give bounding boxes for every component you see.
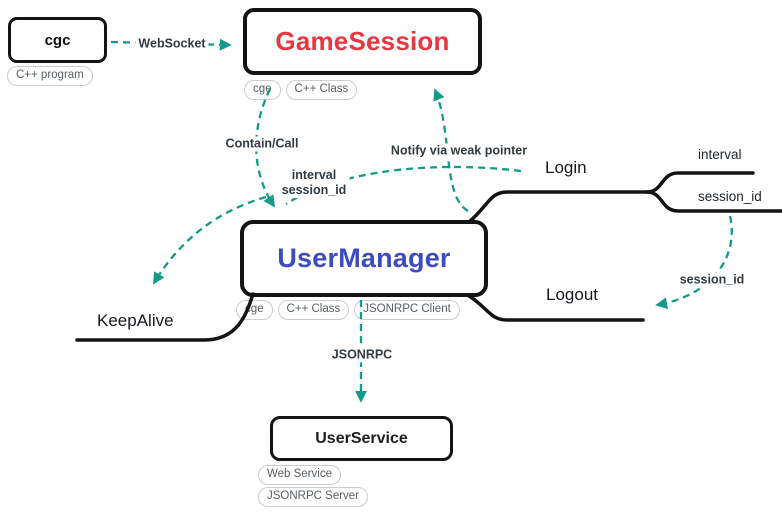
usermanager-tags: cge C++ Class JSONRPC Client bbox=[236, 300, 460, 320]
userservice-tags-row2: JSONRPC Server bbox=[258, 487, 369, 507]
edge-label-contain-call: Contain/Call bbox=[222, 136, 302, 152]
tag-cpp-class: C++ Class bbox=[277, 300, 350, 320]
edge-label-jsonrpc: JSONRPC bbox=[328, 347, 396, 363]
node-logout[interactable]: Logout bbox=[546, 285, 598, 304]
gamesession-tags: cge C++ Class bbox=[244, 80, 358, 100]
node-usermanager-label: UserManager bbox=[277, 243, 451, 273]
edge-label-notify-weak-pointer: Notify via weak pointer bbox=[387, 143, 531, 159]
tag-web-service: Web Service bbox=[258, 465, 341, 485]
node-login[interactable]: Login bbox=[545, 158, 587, 177]
node-session-id[interactable]: session_id bbox=[698, 189, 762, 204]
branch-usermanager-login bbox=[467, 190, 649, 224]
tag-cpp-program: C++ program bbox=[7, 66, 93, 86]
userservice-tags-row1: Web Service bbox=[258, 465, 341, 485]
edge-label-sessionid: session_id bbox=[281, 183, 347, 197]
edge-label-websocket: WebSocket bbox=[135, 36, 209, 52]
node-gamesession-label: GameSession bbox=[275, 26, 450, 56]
edge-label-interval-sessionid: interval session_id bbox=[278, 168, 350, 198]
node-cgc[interactable]: cgc bbox=[8, 17, 107, 63]
cgc-tags: C++ program bbox=[7, 66, 93, 86]
edge-label-interval: interval bbox=[291, 168, 337, 182]
arrow-sessionid-to-logout bbox=[655, 215, 733, 310]
tag-cge: cge bbox=[236, 300, 273, 320]
edge-label-sessionid-to-logout: session_id bbox=[676, 272, 748, 288]
tag-cge: cge bbox=[244, 80, 281, 100]
node-gamesession[interactable]: GameSession bbox=[243, 8, 482, 75]
tag-cpp-class: C++ Class bbox=[285, 80, 358, 100]
node-keepalive[interactable]: KeepAlive bbox=[97, 311, 174, 330]
tag-jsonrpc-client: JSONRPC Client bbox=[354, 300, 460, 320]
node-usermanager[interactable]: UserManager bbox=[240, 220, 488, 297]
node-cgc-label: cgc bbox=[44, 31, 71, 49]
node-userservice[interactable]: UserService bbox=[270, 416, 453, 461]
tag-jsonrpc-server: JSONRPC Server bbox=[258, 487, 369, 507]
node-interval[interactable]: interval bbox=[698, 147, 742, 162]
node-userservice-label: UserService bbox=[315, 429, 408, 447]
